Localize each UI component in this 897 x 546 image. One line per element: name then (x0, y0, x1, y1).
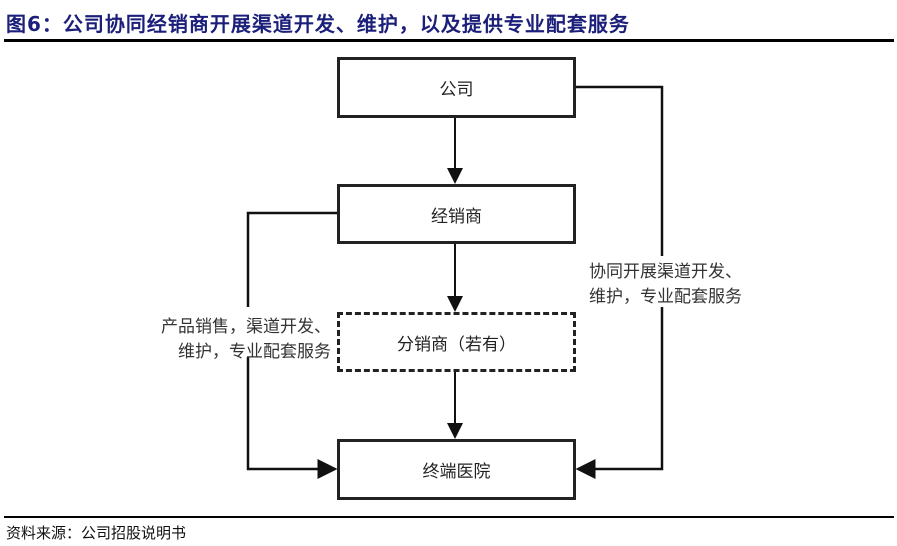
node-hospital: 终端医院 (337, 439, 576, 500)
arrow-left-to-hospital (246, 357, 338, 479)
node-sub-distributor-label: 分销商（若有） (397, 334, 516, 355)
left-label-line: 产品销售，渠道开发、 (161, 317, 331, 337)
right-label: 协同开展渠道开发、 维护，专业配套服务 (589, 260, 742, 310)
right-label-line: 维护，专业配套服务 (589, 287, 742, 307)
node-distributor-label: 经销商 (431, 206, 482, 227)
source-note: 资料来源：公司招股说明书 (6, 524, 187, 542)
right-label-line: 协同开展渠道开发、 (589, 262, 742, 282)
right-path-top (575, 85, 664, 256)
node-hospital-label: 终端医院 (422, 462, 491, 482)
arrow-right-to-hospital (575, 307, 664, 479)
bottom-divider (4, 516, 894, 518)
figure-title: 图6：公司协同经销商开展渠道开发、维护，以及提供专业配套服务 (6, 12, 630, 36)
node-company-label: 公司 (439, 80, 474, 100)
left-label: 产品销售，渠道开发、 维护，专业配套服务 (161, 315, 331, 365)
left-path-top (246, 211, 338, 307)
node-company: 公司 (337, 57, 576, 118)
node-sub-distributor: 分销商（若有） (337, 312, 576, 372)
left-label-line: 维护，专业配套服务 (178, 342, 331, 362)
top-divider (4, 39, 894, 42)
node-distributor: 经销商 (337, 184, 576, 244)
